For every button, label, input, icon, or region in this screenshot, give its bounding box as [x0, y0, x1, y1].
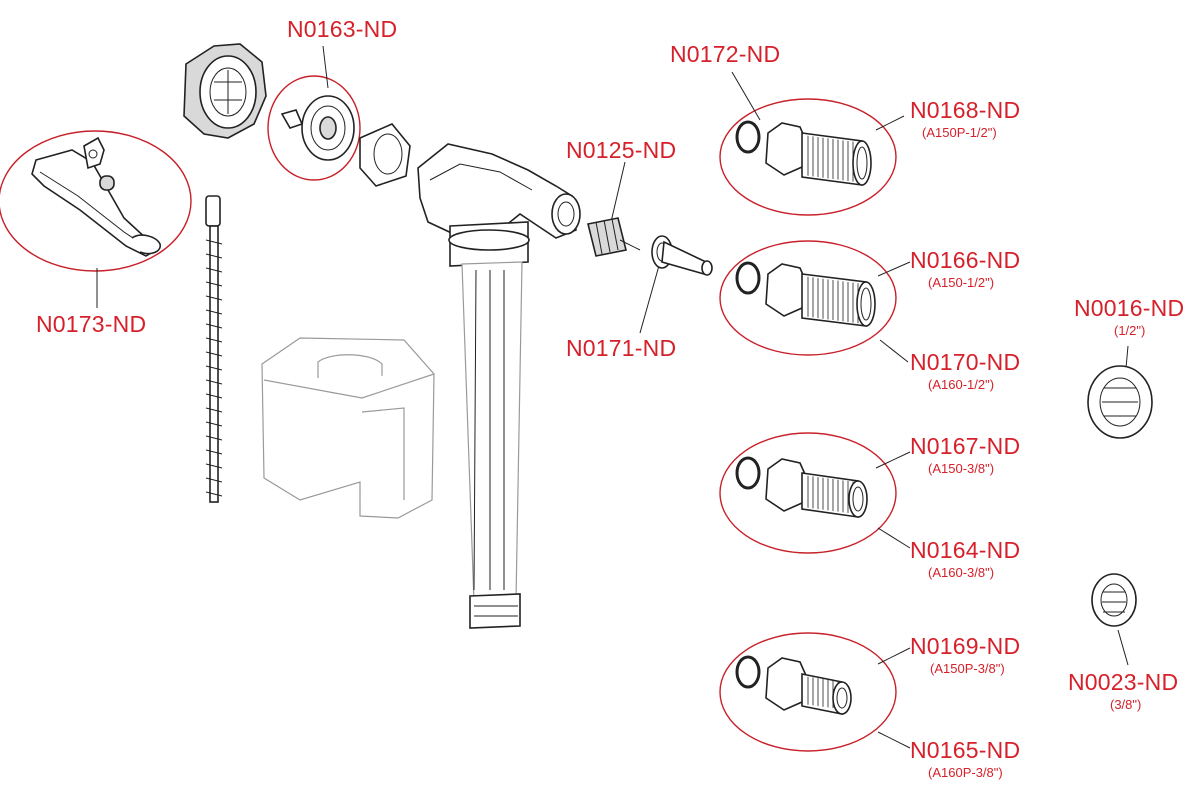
small-nut-part — [1091, 573, 1137, 627]
threaded-tube-2-end — [856, 281, 876, 327]
group-ring-n0163 — [267, 75, 361, 181]
threaded-tube-1-bore — [856, 146, 868, 180]
label-n0169: N0169-ND — [910, 633, 1021, 659]
label-n0023: N0023-ND — [1068, 669, 1179, 695]
leader-lines — [96, 45, 1129, 749]
o-ring-4 — [735, 655, 761, 689]
label-n0171: N0171-ND — [566, 335, 677, 361]
threaded-tube-3-bore — [852, 486, 864, 512]
sublabel-n0168: (A150P-1/2") — [922, 125, 997, 140]
label-n0168: N0168-ND — [910, 97, 1021, 123]
threaded-rod-part — [205, 195, 223, 503]
threaded-tube-1-end — [852, 140, 872, 186]
diaphragm-part — [280, 95, 355, 161]
label-n0163: N0163-ND — [287, 16, 398, 42]
filter-insert-part — [587, 217, 641, 257]
sublabel-n0169: (A150P-3/8") — [930, 661, 1005, 676]
float-lever-part — [31, 136, 161, 257]
label-n0166: N0166-ND — [910, 247, 1021, 273]
group-ring-n0166 — [719, 240, 897, 356]
sublabel-n0170: (A160-1/2") — [928, 377, 995, 392]
sublabel-n0166: (A150-1/2") — [928, 275, 995, 290]
large-nut-part — [1087, 365, 1153, 439]
threaded-tube-4-end — [832, 681, 852, 715]
float-cup-part — [261, 337, 435, 519]
threaded-tube-4-bore — [836, 687, 848, 709]
ring-nut-part — [359, 123, 411, 187]
threaded-tube-2-bore — [860, 287, 872, 321]
o-ring-2 — [735, 261, 761, 295]
label-n0167: N0167-ND — [910, 433, 1021, 459]
label-n0164: N0164-ND — [910, 537, 1021, 563]
label-n0016: N0016-ND — [1074, 295, 1185, 321]
label-n0125: N0125-ND — [566, 137, 677, 163]
group-ring-n0173 — [0, 130, 192, 272]
label-n0165: N0165-ND — [910, 737, 1021, 763]
threaded-tube-3-threads — [807, 475, 854, 514]
label-n0173: N0173-ND — [36, 311, 147, 337]
valve-body-part — [417, 143, 581, 629]
sublabel-n0165: (A160P-3/8") — [928, 765, 1003, 780]
sublabel-n0016: (1/2") — [1114, 323, 1146, 338]
seal-stem-part — [651, 235, 713, 276]
sublabel-n0164: (A160-3/8") — [928, 565, 995, 580]
valve-cap-part — [183, 43, 267, 139]
label-n0170: N0170-ND — [910, 349, 1021, 375]
sublabel-n0167: (A150-3/8") — [928, 461, 995, 476]
group-ring-n0167 — [719, 432, 897, 554]
label-n0172: N0172-ND — [670, 41, 781, 67]
threaded-tube-3-end — [848, 480, 868, 518]
o-ring-3 — [735, 456, 761, 490]
o-ring-1 — [735, 120, 761, 154]
group-ring-n0169 — [719, 632, 897, 752]
threaded-tube-4-threads — [807, 676, 839, 709]
inlet-assemblies — [735, 120, 876, 715]
group-ring-n0168 — [719, 98, 897, 216]
sublabel-n0023: (3/8") — [1110, 697, 1142, 712]
